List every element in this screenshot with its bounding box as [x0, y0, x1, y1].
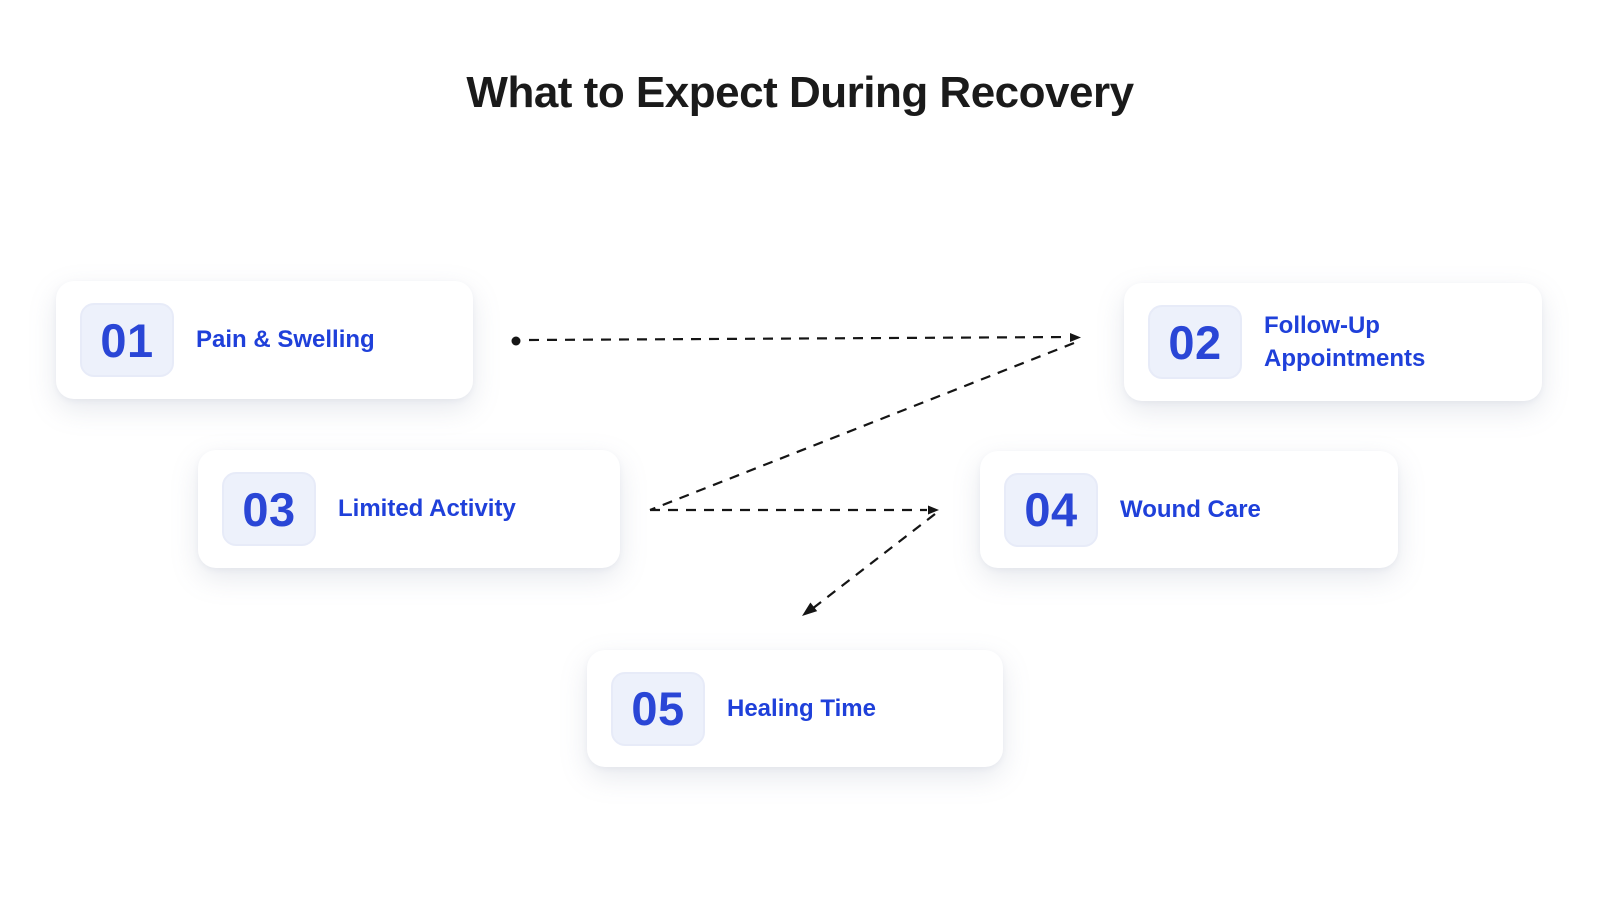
arrowhead-right-02-icon	[1070, 333, 1081, 342]
step-number-badge: 04	[1004, 472, 1098, 547]
step-number: 03	[242, 482, 296, 536]
step-card-limited-activity: 03 Limited Activity	[198, 450, 620, 568]
step-label: Limited Activity	[338, 495, 516, 523]
step-label: Healing Time	[727, 694, 876, 722]
step-number-badge: 05	[611, 671, 705, 746]
step-label: Wound Care	[1120, 495, 1261, 523]
step-number-badge: 02	[1148, 305, 1242, 379]
step-card-healing-time: 05 Healing Time	[587, 650, 1003, 767]
arrowhead-right-04-icon	[928, 505, 939, 515]
step-number: 02	[1168, 315, 1222, 369]
step-card-wound-care: 04 Wound Care	[980, 451, 1398, 568]
connector-line-04-to-05	[811, 513, 936, 610]
connector-line-01-to-02	[528, 335, 1069, 342]
step-number-badge: 03	[222, 472, 316, 546]
step-number: 01	[100, 313, 154, 367]
step-label: Follow-Up Appointments	[1264, 311, 1426, 372]
step-label: Pain & Swelling	[196, 326, 375, 354]
arrowhead-down-05-icon	[802, 602, 818, 616]
connector-start-dot-icon	[511, 336, 521, 346]
step-card-follow-up-appointments: 02 Follow-Up Appointments	[1124, 283, 1542, 401]
step-number: 04	[1024, 483, 1078, 536]
page-title: What to Expect During Recovery	[466, 68, 1134, 117]
step-number: 05	[631, 682, 685, 735]
step-number-badge: 01	[80, 303, 174, 377]
step-card-pain-swelling: 01 Pain & Swelling	[56, 281, 473, 399]
